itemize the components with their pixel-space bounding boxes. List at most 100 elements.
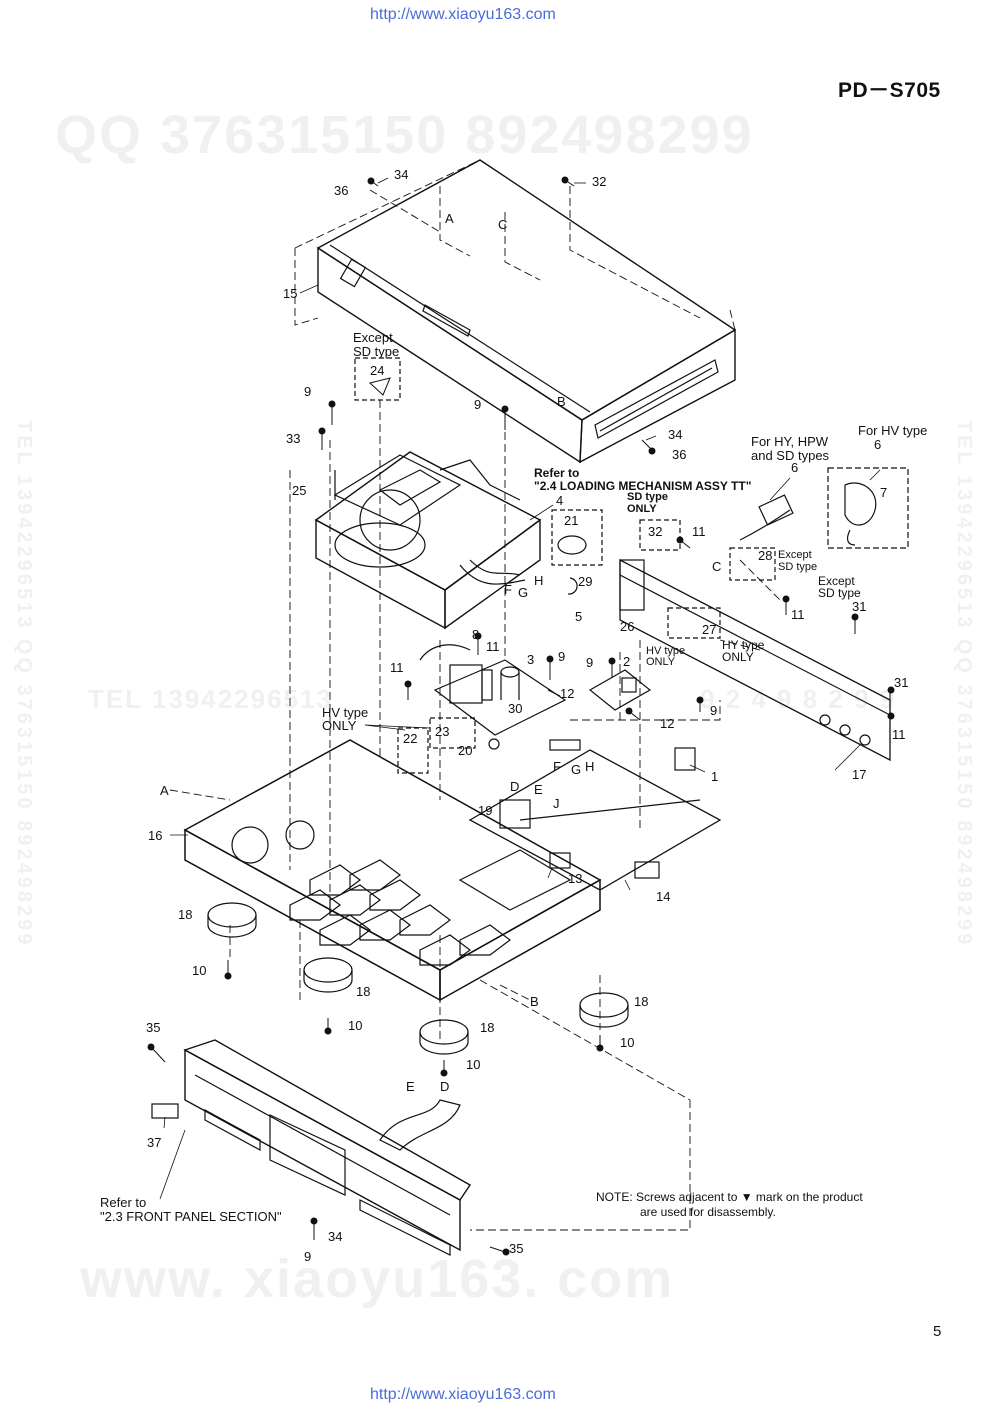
ribbon-cable [379, 1099, 461, 1151]
part-number-23: 23 [435, 724, 450, 739]
part-number-9: 9 [586, 655, 594, 670]
callout-for-hv-type: For HV type [858, 423, 928, 438]
part-number-33: 33 [286, 431, 301, 446]
part-number-20: 20 [458, 743, 473, 758]
part-number-11: 11 [486, 639, 500, 654]
watermark-tel-right: 9 2 4 9 8 2 9 9 [700, 684, 897, 714]
connector-letter-h: H [534, 573, 544, 588]
part-number-25: 25 [292, 483, 307, 498]
callout-box-32 [639, 519, 681, 551]
part-number-34: 34 [328, 1229, 343, 1244]
top-cover [316, 159, 737, 464]
callout-except-sd-type: Except SD type [353, 330, 400, 359]
part-number-32: 32 [648, 524, 663, 539]
ac-power-cord-hy [739, 494, 794, 541]
note-line-2: are used for disassembly. [640, 1205, 776, 1219]
part-number-29: 29 [578, 574, 593, 589]
part-number-6: 6 [791, 460, 799, 475]
part-number-10: 10 [466, 1057, 481, 1072]
part-number-18: 18 [178, 907, 193, 922]
model-title: PD－S705 [838, 79, 941, 102]
source-url-bottom[interactable]: http://www.xiaoyu163.com [370, 1386, 556, 1403]
part-number-36: 36 [334, 183, 349, 198]
insulator-feet [207, 902, 629, 1055]
small-pcb [588, 669, 652, 711]
part-number-18: 18 [356, 984, 371, 999]
callout-refer-front-panel: Refer to "2.3 FRONT PANEL SECTION" [100, 1195, 282, 1224]
part-number-15: 15 [283, 286, 298, 301]
callout-hv-type-only: HV type ONLY [646, 645, 686, 668]
part-29 [567, 577, 578, 595]
part-number-16: 16 [148, 828, 163, 843]
part-number-1: 1 [711, 769, 719, 784]
connector-letter-c: C [498, 217, 508, 232]
callout-box-28 [729, 547, 776, 581]
screws [151, 179, 891, 1253]
connector-letter-g: G [571, 762, 582, 777]
connector-letter-a: A [445, 211, 454, 226]
part-number-12: 12 [660, 716, 675, 731]
watermark-side-left: TEL 13942296513 QQ 376315150 892498299 [13, 420, 35, 948]
part-number-31: 31 [852, 599, 867, 614]
part-number-11: 11 [692, 524, 706, 539]
construction-lines [169, 159, 781, 1231]
connector-letter-c: C [712, 559, 722, 574]
part-number-3: 3 [527, 652, 535, 667]
part-number-10: 10 [620, 1035, 635, 1050]
part-number-4: 4 [556, 493, 564, 508]
part-number-9: 9 [710, 703, 718, 718]
part-37 [151, 1103, 179, 1119]
power-transformer-assy [419, 644, 567, 736]
callout-except-sd-type: Except SD type [778, 549, 818, 573]
connector-letter-h: H [585, 759, 595, 774]
part-number-18: 18 [634, 994, 649, 1009]
part-21 [557, 535, 587, 555]
part-number-34: 34 [394, 167, 409, 182]
callout-sd-type-only: SD type ONLY [627, 491, 668, 515]
note-line-1: NOTE: Screws adjacent to ▼ mark on the p… [596, 1190, 863, 1204]
callout-refer-loading-mechanism: Refer to "2.4 LOADING MECHANISM ASSY TT" [534, 466, 752, 493]
part-number-7: 7 [880, 485, 888, 500]
part-number-6: 6 [874, 437, 882, 452]
part-13 [549, 852, 571, 869]
callout-for-hy-hpw-sd: For HY, HPW and SD types [751, 434, 830, 463]
connector-letter-b: B [530, 994, 539, 1009]
connector-letter-b: B [557, 394, 566, 409]
part-number-19: 19 [478, 803, 493, 818]
part-number-11: 11 [791, 607, 805, 622]
connector-letter-f: F [504, 582, 512, 597]
part-number-36: 36 [672, 447, 687, 462]
connector-letter-e: E [534, 782, 543, 797]
part-number-12: 12 [560, 686, 575, 701]
part-number-9: 9 [474, 397, 482, 412]
part-number-34: 34 [668, 427, 683, 442]
main-pcb [468, 739, 722, 891]
source-url-top[interactable]: http://www.xiaoyu163.com [370, 6, 556, 23]
connector-letter-a: A [160, 783, 169, 798]
callout-hv-type-only: HV type ONLY [322, 705, 369, 733]
part-number-22: 22 [403, 731, 418, 746]
part-number-30: 30 [508, 701, 523, 716]
front-panel [183, 1039, 471, 1256]
watermark-side-right: TEL 13942296513 QQ 376315150 892498299 [953, 420, 975, 948]
part-number-11: 11 [390, 660, 404, 675]
connector-letter-g: G [518, 585, 529, 600]
part-number-13: 13 [568, 871, 583, 886]
connector-letter-j: J [553, 796, 560, 811]
disassembly-note: NOTE: Screws adjacent to ▼ mark on the p… [596, 1190, 863, 1220]
part-number-8: 8 [472, 627, 480, 642]
part-number-18: 18 [480, 1020, 495, 1035]
callout-box-27 [667, 607, 721, 639]
callout-hy-type-only: HY type ONLY [722, 638, 765, 664]
part-number-9: 9 [558, 649, 566, 664]
ac-power-cord-hv [827, 467, 909, 549]
connector-letter-d: D [510, 779, 520, 794]
screw-heads [147, 176, 895, 1256]
watermark-qq: QQ 376315150 892498299 [55, 105, 754, 165]
part-number-17: 17 [852, 767, 867, 782]
part-number-10: 10 [192, 963, 207, 978]
part-number-27: 27 [702, 622, 717, 637]
disassembly-mark-icon [368, 377, 391, 396]
part-number-28: 28 [758, 548, 773, 563]
